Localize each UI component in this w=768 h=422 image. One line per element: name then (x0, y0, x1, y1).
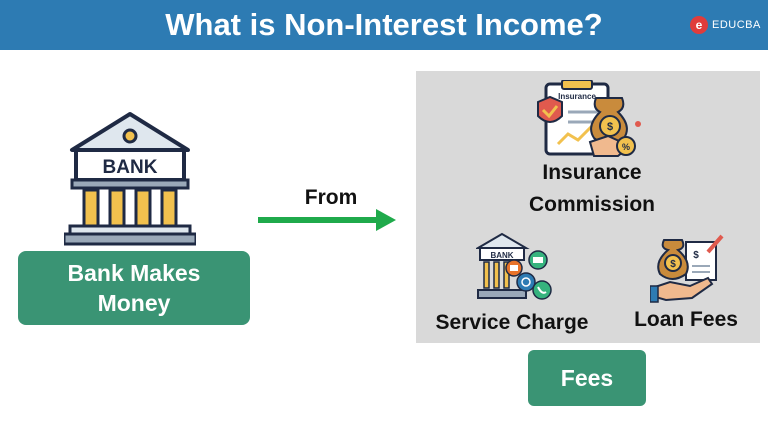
from-label: From (304, 186, 358, 209)
insurance-commission-icon: Insurance $ % (537, 80, 641, 157)
fees-box: Fees (528, 350, 646, 406)
service-charge-icon: BANK (476, 232, 552, 300)
service-icon-text: BANK (490, 251, 513, 260)
bank-icon-text: BANK (103, 157, 158, 178)
loan-fees-label: Loan Fees (634, 308, 738, 331)
educba-logo: e EDUCBA (690, 16, 761, 34)
svg-text:$: $ (607, 121, 613, 133)
insurance-label-line2: Commission (528, 193, 656, 216)
service-charge-label: Service Charge (435, 311, 589, 334)
insurance-commission-label: Insurance Commission (500, 157, 684, 221)
bank-makes-money-box: Bank Makes Money (18, 251, 250, 325)
bank-label-line2: Money (97, 290, 171, 316)
right-arrow-icon (258, 209, 396, 231)
educba-logo-text: EDUCBA (712, 19, 761, 31)
educba-logo-mark: e (690, 16, 708, 34)
bank-label-line1: Bank Makes (67, 260, 201, 286)
header-bar: What is Non-Interest Income? e EDUCBA (0, 0, 768, 50)
svg-text:$: $ (670, 259, 676, 270)
insurance-icon-text: Insurance (558, 92, 596, 101)
insurance-label-line1: Insurance (542, 161, 642, 184)
svg-text:%: % (622, 142, 630, 152)
page-title: What is Non-Interest Income? (165, 7, 603, 42)
svg-text:$: $ (693, 250, 699, 261)
bank-building-icon: BANK (64, 112, 196, 246)
loan-fees-icon: $ $ (650, 234, 724, 303)
